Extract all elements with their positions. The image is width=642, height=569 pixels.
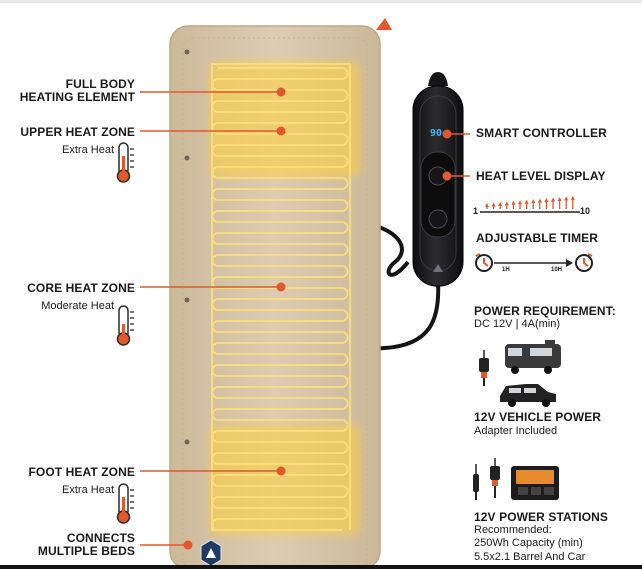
connects-label: CONNECTS MULTIPLE BEDS xyxy=(0,532,135,558)
controller-display-value: 90 xyxy=(429,128,443,139)
timer-min: 1H xyxy=(502,267,510,273)
pad-cable xyxy=(371,223,410,277)
vehicle-power-sub: Adapter Included xyxy=(474,425,558,437)
controller-display: 90 xyxy=(426,127,446,141)
core-zone-label: CORE HEAT ZONE xyxy=(27,281,135,295)
power-stations-l3: 5.5x2.1 Barrel And Car xyxy=(474,551,586,563)
power-stations-title: 12V POWER STATIONS xyxy=(474,510,609,524)
heat-level-display-label: HEAT LEVEL DISPLAY xyxy=(476,169,606,183)
thermometer-icon xyxy=(116,142,134,183)
controller-down-button xyxy=(428,209,448,229)
thermometer-icon xyxy=(116,305,134,346)
car-plug-icon xyxy=(490,458,500,498)
full-body-label-line1: FULL BODY xyxy=(65,77,135,91)
upper-zone-sub: Extra Heat xyxy=(62,144,114,156)
thermometer-icon xyxy=(116,483,134,524)
full-body-label-line2: HEATING ELEMENT xyxy=(19,90,135,104)
connects-label-line1: CONNECTS xyxy=(66,531,135,545)
top-border xyxy=(0,0,642,3)
clock-icon xyxy=(475,253,493,272)
full-body-label: FULL BODY HEATING ELEMENT xyxy=(0,78,135,104)
bottom-border xyxy=(0,565,642,569)
rv-icon xyxy=(505,340,561,374)
pad-corner-tab xyxy=(376,18,392,30)
heat-level-scale-icon xyxy=(480,195,580,213)
timer-max: 10H xyxy=(551,267,563,273)
clock-icon xyxy=(575,253,593,272)
barrel-plug-icon xyxy=(473,464,479,500)
power-requirement-title: POWER REQUIREMENT: xyxy=(474,304,616,318)
heat-level-max: 10 xyxy=(580,206,591,216)
suv-icon xyxy=(500,384,556,407)
car-plug-icon xyxy=(479,350,489,386)
smart-controller-label: SMART CONTROLLER xyxy=(476,126,607,140)
power-stations-l1: Recommended: xyxy=(474,524,552,536)
core-zone-sub: Moderate Heat xyxy=(41,300,114,312)
vehicle-power-title: 12V VEHICLE POWER xyxy=(474,410,602,424)
controller-power-icon xyxy=(433,264,443,272)
foot-zone-label: FOOT HEAT ZONE xyxy=(28,465,135,479)
heat-level-min: 1 xyxy=(473,206,479,216)
adjustable-timer-label: ADJUSTABLE TIMER xyxy=(476,231,599,245)
connects-label-line2: MULTIPLE BEDS xyxy=(37,544,135,558)
power-stations-l2: 250Wh Capacity (min) xyxy=(474,537,583,549)
power-requirement-value: DC 12V | 4A(min) xyxy=(474,318,560,330)
upper-zone-label: UPPER HEAT ZONE xyxy=(20,125,135,139)
foot-zone-sub: Extra Heat xyxy=(62,484,114,496)
power-station-icon xyxy=(511,466,559,500)
